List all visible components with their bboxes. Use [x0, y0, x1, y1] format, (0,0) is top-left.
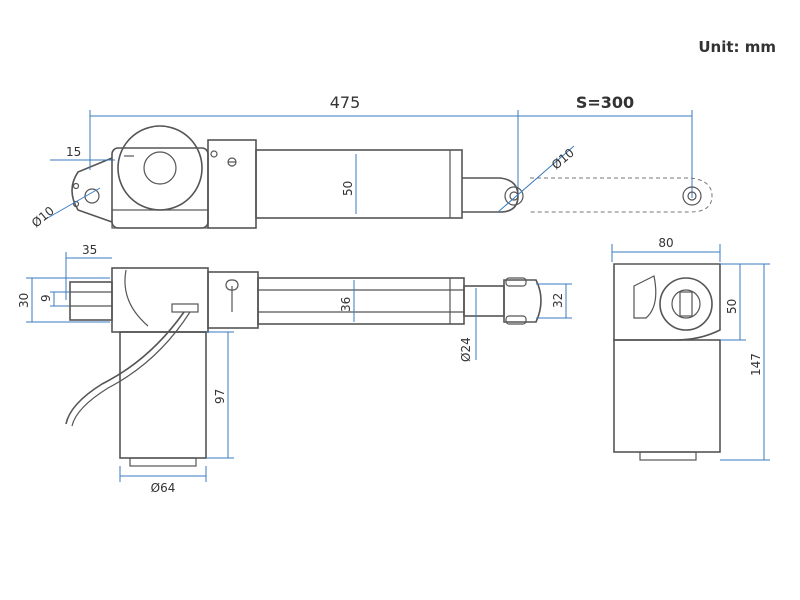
motor-mount-block — [207, 139, 257, 229]
rear-clevis-hole — [84, 188, 100, 204]
extended-rod-hole-inner — [687, 191, 697, 201]
rear-hole-dia-label: Ø10 — [29, 204, 57, 231]
front-rod-hole — [504, 186, 524, 206]
gearbox-end — [613, 263, 721, 341]
rear-clevis-side — [69, 281, 113, 321]
gear-key — [679, 291, 693, 317]
mount-block-boss — [225, 279, 239, 291]
gear-cover — [117, 125, 203, 211]
mount-screw — [210, 150, 218, 158]
front-hole-dia-label: Ø10 — [549, 146, 577, 173]
tube-dia-label: 36 — [339, 297, 353, 312]
gearbox-curve — [124, 269, 149, 327]
front-rod-hole-inner — [509, 191, 519, 201]
rear-clevis — [71, 157, 113, 223]
side-view: 35 30 9 97 Ø64 — [17, 243, 572, 495]
clevis-depth-label: 35 — [82, 243, 97, 257]
power-cable-inner — [71, 311, 191, 427]
slot-width-label: 9 — [39, 294, 53, 302]
rod-end-height-label: 32 — [551, 293, 565, 308]
rear-hole-leader — [43, 187, 101, 221]
gearbox-side — [111, 267, 209, 333]
motor-end — [613, 339, 721, 453]
extended-rod-outline — [530, 177, 713, 213]
end-view: 80 50 147 — [611, 236, 770, 461]
rear-clevis-bolt — [72, 182, 80, 190]
motor-body — [119, 331, 207, 459]
motor-dia-label: Ø64 — [151, 481, 176, 495]
rod-end-lug — [505, 315, 527, 325]
end-width-label: 80 — [658, 236, 673, 250]
total-height-label: 147 — [749, 353, 763, 376]
motor-length-label: 97 — [213, 389, 227, 404]
motor-end-cap — [129, 457, 197, 467]
extended-rod-hole — [682, 186, 702, 206]
inner-rod-side — [463, 285, 505, 317]
gear-cover-end — [659, 277, 713, 331]
rod-dia-label: Ø24 — [459, 337, 473, 362]
gearbox-end-detail — [633, 275, 657, 319]
outer-tube — [255, 149, 463, 219]
top-view: 475 S=300 15 Ø10 50 — [29, 93, 713, 231]
power-cable — [65, 311, 185, 425]
overall-length-label: 475 — [330, 93, 361, 112]
gearbox-housing — [111, 147, 209, 229]
motor-end-cap-end — [639, 451, 697, 461]
gearbox-height-label: 50 — [725, 299, 739, 314]
rod-end-lug — [505, 277, 527, 287]
clevis-offset-label: 15 — [66, 145, 81, 159]
front-hole-leader — [497, 145, 575, 213]
gear-hub-end — [671, 289, 701, 319]
unit-label: Unit: mm — [698, 38, 776, 56]
outer-tube-side — [257, 277, 465, 325]
rod-end-side — [503, 279, 542, 323]
gear-hub — [143, 151, 177, 185]
cable-gland — [171, 303, 199, 313]
clevis-width-label: 30 — [17, 293, 31, 308]
gearbox-base — [111, 209, 209, 229]
stroke-label: S=300 — [576, 93, 634, 112]
tube-height-label: 50 — [341, 181, 355, 196]
